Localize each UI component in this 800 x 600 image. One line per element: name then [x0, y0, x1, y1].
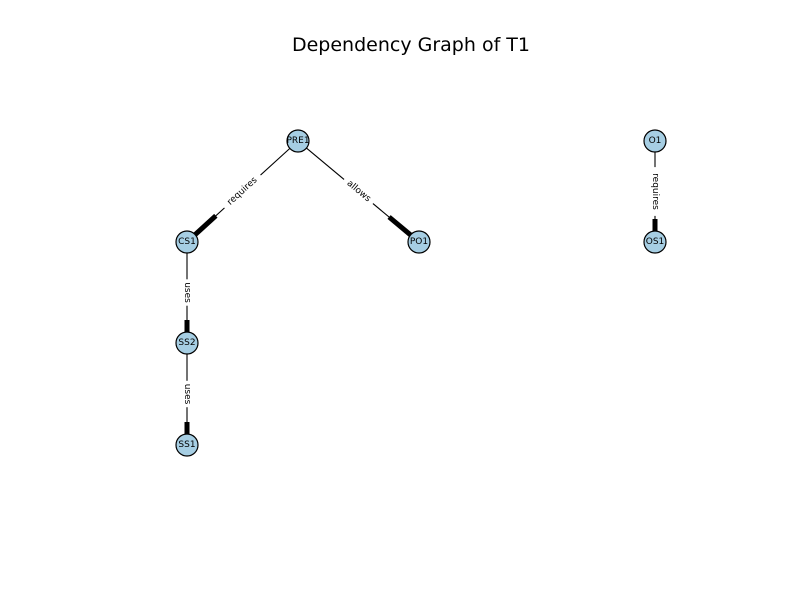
node-label: CS1 [178, 237, 196, 247]
edge-label: uses [182, 384, 192, 405]
node-circle[interactable] [175, 433, 199, 457]
node-label: OS1 [646, 237, 665, 247]
edge-label-group: uses [181, 380, 193, 408]
node-circle[interactable] [643, 230, 667, 254]
edge-label: allows [345, 179, 373, 205]
node-circle[interactable] [643, 129, 667, 153]
node-circle[interactable] [407, 230, 431, 254]
node-circle[interactable] [175, 230, 199, 254]
node-label: PO1 [410, 237, 428, 247]
edge-label-background [181, 380, 193, 408]
edge-label-group: requires [220, 170, 265, 213]
node-label: SS2 [178, 338, 195, 348]
edge-label-background [340, 174, 377, 209]
edge-CS1-SS2: uses [181, 253, 193, 332]
edge-O1-OS1: requires [649, 152, 661, 231]
edge-SS2-SS1: uses [181, 354, 193, 434]
edge-label: requires [650, 173, 660, 210]
edge-label-background [649, 167, 661, 216]
edge-label-group: requires [649, 167, 661, 216]
node-label: SS1 [178, 440, 195, 450]
node-O1[interactable]: O1 [643, 129, 667, 153]
node-label: PRE1 [286, 136, 309, 146]
node-label: O1 [649, 136, 662, 146]
edge-label-background [220, 170, 265, 213]
graph-title: Dependency Graph of T1 [291, 34, 530, 56]
node-PO1[interactable]: PO1 [407, 230, 431, 254]
node-circle[interactable] [286, 129, 310, 153]
edges-layer: requires allows uses uses requires [181, 147, 661, 434]
edge-arrowhead [193, 213, 218, 237]
node-OS1[interactable]: OS1 [643, 230, 667, 254]
edge-label-group: uses [181, 279, 193, 306]
edge-label-group: allows [340, 174, 377, 209]
node-PRE1[interactable]: PRE1 [286, 129, 310, 153]
node-SS1[interactable]: SS1 [175, 433, 199, 457]
edge-arrowhead [387, 215, 413, 237]
edge-label-background [181, 279, 193, 306]
node-CS1[interactable]: CS1 [175, 230, 199, 254]
node-SS2[interactable]: SS2 [175, 331, 199, 355]
edge-PRE1-CS1: requires [193, 147, 291, 237]
edge-label: uses [182, 282, 192, 303]
node-circle[interactable] [175, 331, 199, 355]
edge-label: requires [226, 175, 260, 207]
edge-PRE1-PO1: allows [306, 147, 413, 237]
